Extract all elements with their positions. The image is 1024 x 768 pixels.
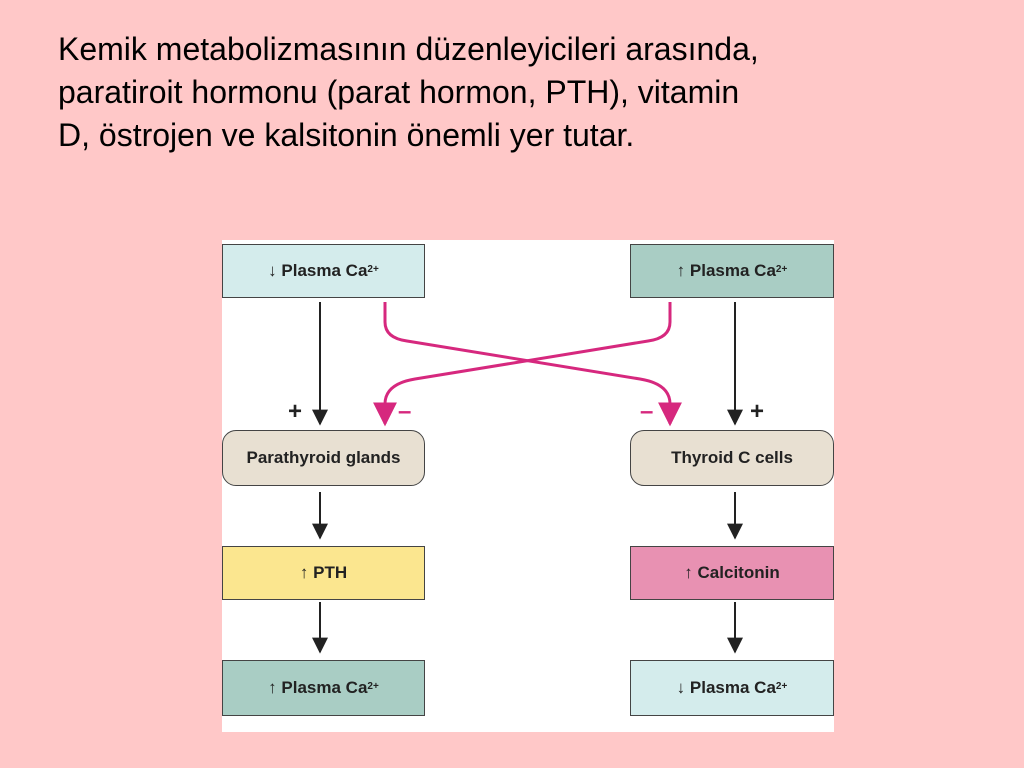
text-line-1: Kemik metabolizmasının düzenleyicileri a… — [58, 31, 759, 67]
left-gland-label: Parathyroid glands — [246, 448, 401, 467]
right-top-label: Plasma Ca — [689, 261, 776, 280]
text-line-2: paratiroit hormonu (parat hormon, PTH), … — [58, 74, 740, 110]
right-hormone-label: Calcitonin — [697, 563, 780, 582]
right-result-sup: 2+ — [775, 680, 788, 692]
arrow-up-icon: ↑ — [684, 563, 693, 582]
arrow-down-icon: ↓ — [268, 261, 277, 280]
left-top-sup: 2+ — [367, 263, 379, 275]
arrow-up-icon: ↑ — [676, 261, 686, 280]
left-inhibition-sign: – — [398, 398, 412, 425]
pth-increase-box: ↑ PTH — [222, 546, 425, 600]
parathyroid-glands-box: Parathyroid glands — [222, 430, 425, 486]
left-top-label: Plasma Ca — [281, 261, 368, 280]
right-gland-label: Thyroid C cells — [671, 448, 793, 467]
left-result-sup: 2+ — [367, 680, 379, 692]
left-stimulation-sign: + — [288, 398, 303, 425]
arrow-up-icon: ↑ — [299, 563, 309, 582]
text-line-3: D, östrojen ve kalsitonin önemli yer tut… — [58, 117, 635, 153]
right-stimulation-sign: + — [750, 398, 765, 425]
right-result-label: Plasma Ca — [689, 678, 776, 697]
slide-body-text: Kemik metabolizmasının düzenleyicileri a… — [58, 28, 958, 157]
right-inhibition-sign: – — [640, 398, 654, 425]
left-result-label: Plasma Ca — [281, 678, 368, 697]
diagram-arrows — [312, 302, 743, 654]
inhibit-arrow-left-to-right — [383, 302, 682, 427]
calcitonin-increase-box: ↑ Calcitonin — [630, 546, 834, 600]
inhibit-arrow-right-to-left — [373, 302, 672, 427]
arrow-up-icon: ↑ — [268, 678, 277, 697]
arrow-down-icon: ↓ — [676, 678, 686, 697]
thyroid-c-cells-box: Thyroid C cells — [630, 430, 834, 486]
left-hormone-label: PTH — [313, 563, 348, 582]
right-top-sup: 2+ — [775, 263, 788, 275]
